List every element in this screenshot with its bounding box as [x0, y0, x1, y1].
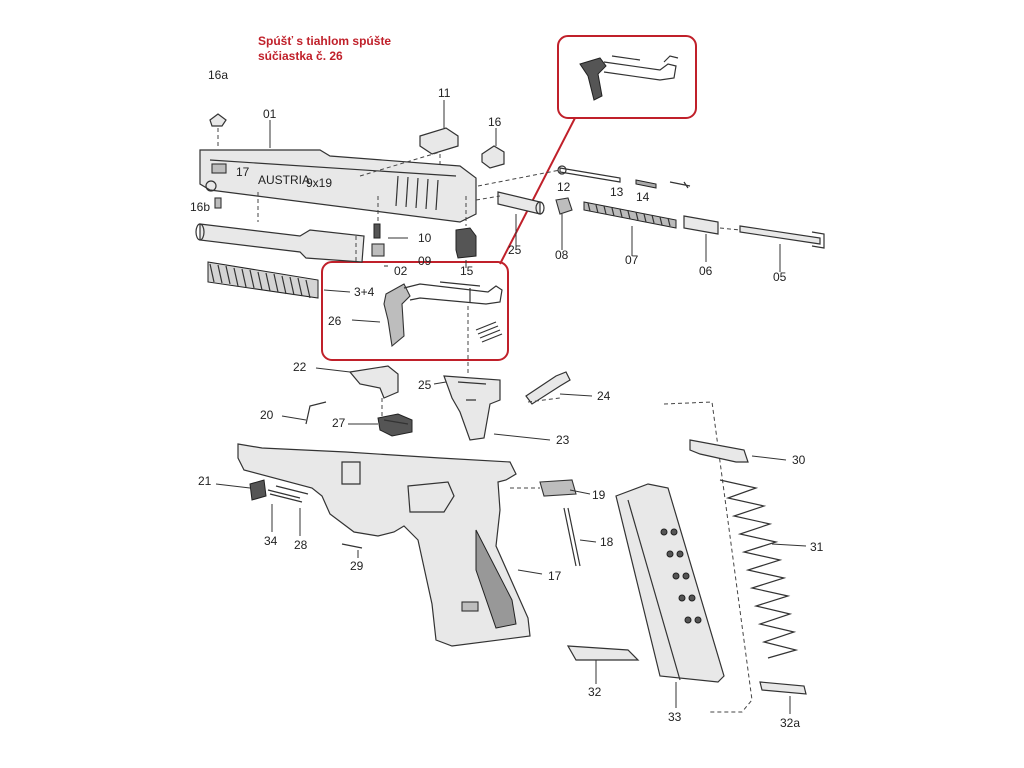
- label-16: 16: [488, 115, 502, 129]
- magazine-part: [615, 483, 725, 683]
- caption-line-1: Spúšť s tiahlom spúšte: [258, 34, 392, 48]
- label-33: 33: [668, 710, 682, 724]
- slide-stop-part: [525, 371, 571, 405]
- label-11: 11: [438, 86, 451, 100]
- label-28: 28: [294, 538, 308, 552]
- firing-pin-assembly: [475, 165, 825, 249]
- label-01: 01: [263, 107, 277, 121]
- label-3-4: 3+4: [354, 285, 375, 299]
- zoom-inset-frame: [557, 35, 697, 119]
- frame-pins-part: [249, 479, 363, 549]
- leader-lines: [215, 100, 807, 714]
- label-25-bottom: 25: [418, 378, 432, 392]
- label-07: 07: [625, 253, 639, 267]
- slide-model-text: 17: [236, 165, 250, 179]
- label-21: 21: [198, 474, 212, 488]
- label-16b: 16b: [190, 200, 210, 214]
- slide-part: 17 AUSTRIA 9x19: [199, 149, 477, 223]
- label-15: 15: [460, 264, 474, 278]
- label-18: 18: [600, 535, 614, 549]
- label-31: 31: [810, 540, 824, 554]
- extractor-parts: [371, 196, 477, 259]
- label-06: 06: [699, 264, 713, 278]
- label-05: 05: [773, 270, 787, 284]
- label-13: 13: [610, 185, 624, 199]
- label-32: 32: [588, 685, 602, 699]
- label-22: 22: [293, 360, 307, 374]
- barrel-part: [195, 223, 365, 263]
- label-29: 29: [350, 559, 364, 573]
- label-32a: 32a: [780, 716, 800, 730]
- part-labels: 16a 01 11 16 16b 12 13 14 10 25 08 07 06…: [190, 68, 824, 730]
- label-10: 10: [418, 231, 432, 245]
- label-24: 24: [597, 389, 611, 403]
- trigger-highlight-frame: [321, 261, 509, 361]
- label-09: 09: [418, 254, 432, 268]
- magazine-witness-holes: [660, 528, 702, 624]
- label-34: 34: [264, 534, 278, 548]
- label-16a: 16a: [208, 68, 228, 82]
- trigger-housing-part: [348, 365, 501, 441]
- inset-connector-line: [499, 117, 576, 265]
- frame-part: [237, 443, 531, 647]
- label-26: 26: [328, 314, 342, 328]
- locking-block-part: [539, 479, 581, 567]
- magazine-internals-part: [566, 401, 807, 713]
- label-19: 19: [592, 488, 606, 502]
- label-30: 30: [792, 453, 806, 467]
- label-23: 23: [556, 433, 570, 447]
- slide-logo: [211, 163, 227, 174]
- label-17: 17: [548, 569, 562, 583]
- assembly-guides: [257, 151, 540, 489]
- label-12: 12: [557, 180, 571, 194]
- label-02: 02: [394, 264, 408, 278]
- trigger-bar-part: [383, 281, 503, 348]
- label-27: 27: [332, 416, 346, 430]
- label-20: 20: [260, 408, 274, 422]
- caption-line-2: súčiastka č. 26: [258, 49, 343, 63]
- rear-sight-part: [419, 127, 505, 169]
- label-25-top: 25: [508, 243, 522, 257]
- recoil-spring-part: [207, 261, 319, 299]
- label-14: 14: [636, 190, 650, 204]
- slide-country-text: AUSTRIA: [258, 173, 310, 187]
- diagram-caption: Spúšť s tiahlom spúšte súčiastka č. 26: [258, 34, 391, 64]
- slide-caliber-text: 9x19: [306, 176, 332, 190]
- inset-trigger-part: [579, 55, 679, 101]
- front-sight-part: [209, 113, 227, 209]
- pin-and-mechanism-part: [305, 401, 413, 437]
- label-08: 08: [555, 248, 569, 262]
